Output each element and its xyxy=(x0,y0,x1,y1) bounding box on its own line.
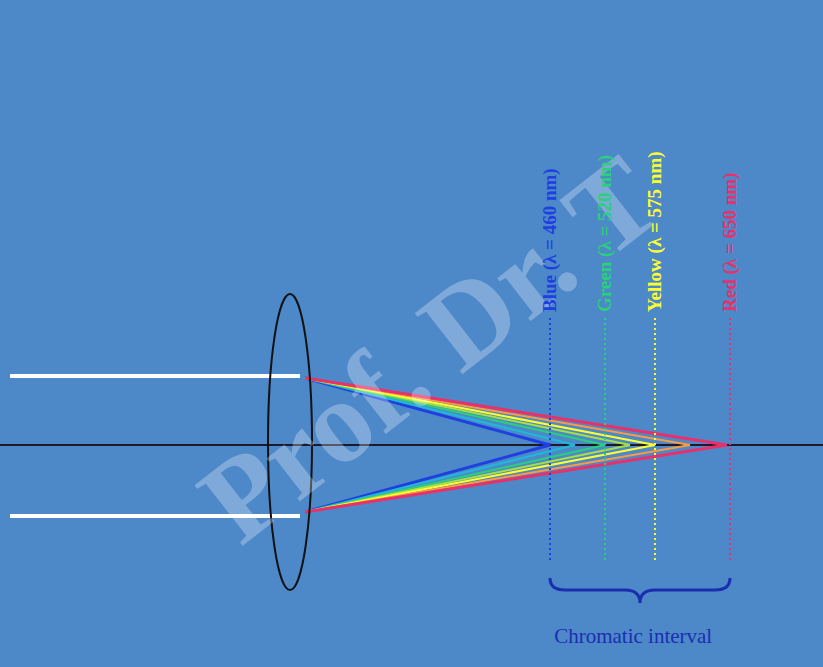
interval-caption: Chromatic interval xyxy=(554,624,712,649)
wavelength-label: Blue (λ = 460 nm) xyxy=(539,168,561,312)
wavelength-label: Red (λ = 650 nm) xyxy=(719,173,741,312)
wavelength-label: Green (λ = 520 nm) xyxy=(594,155,616,312)
focal-planes xyxy=(550,318,730,562)
interval-brace xyxy=(550,578,730,603)
focal-line xyxy=(549,318,551,562)
focal-line xyxy=(729,318,731,562)
incident-ray xyxy=(10,374,300,378)
focal-line xyxy=(654,318,656,562)
wavelength-label: Yellow (λ = 575 nm) xyxy=(644,151,666,312)
focal-line xyxy=(604,318,606,562)
